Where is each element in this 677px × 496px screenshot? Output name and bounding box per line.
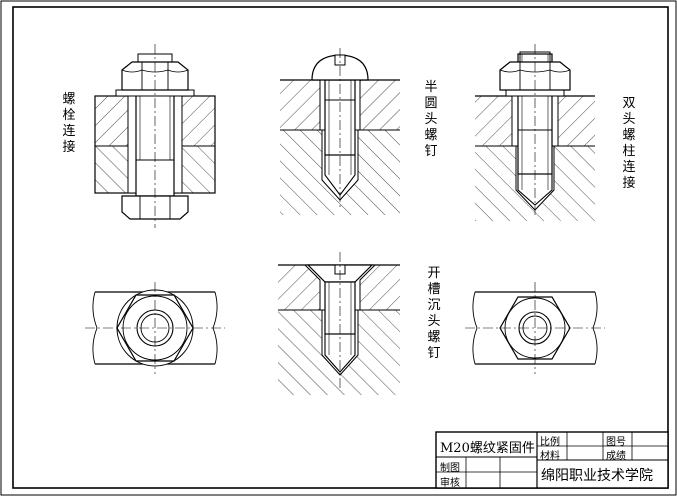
title-block	[435, 431, 669, 489]
drawing-no-label: 图号	[606, 437, 626, 448]
bolt-connection-label: 螺栓连接	[62, 92, 76, 155]
drawn-by-label: 制图	[440, 463, 460, 474]
checked-by-label: 审核	[440, 478, 460, 489]
countersunk-screw-label: 开槽沉头螺钉	[427, 266, 441, 361]
stud-connection-view	[475, 44, 595, 221]
scale-label: 比例	[540, 437, 560, 448]
stud-connection-label: 双头螺柱连接	[622, 96, 636, 191]
drawing-title: M20螺纹紧固件	[440, 441, 535, 456]
grade-label: 成绩	[606, 451, 626, 462]
round-head-screw-view	[280, 48, 400, 215]
school-name: 绵阳职业技术学院	[541, 468, 653, 484]
countersunk-screw-view	[278, 252, 400, 395]
bolt-top-view	[85, 282, 225, 374]
bolt-connection-view	[94, 44, 216, 228]
stud-top-view	[465, 282, 605, 374]
material-label: 材料	[540, 451, 560, 462]
inner-frame	[12, 6, 669, 489]
round-head-screw-label: 半圆头螺钉	[424, 80, 438, 159]
